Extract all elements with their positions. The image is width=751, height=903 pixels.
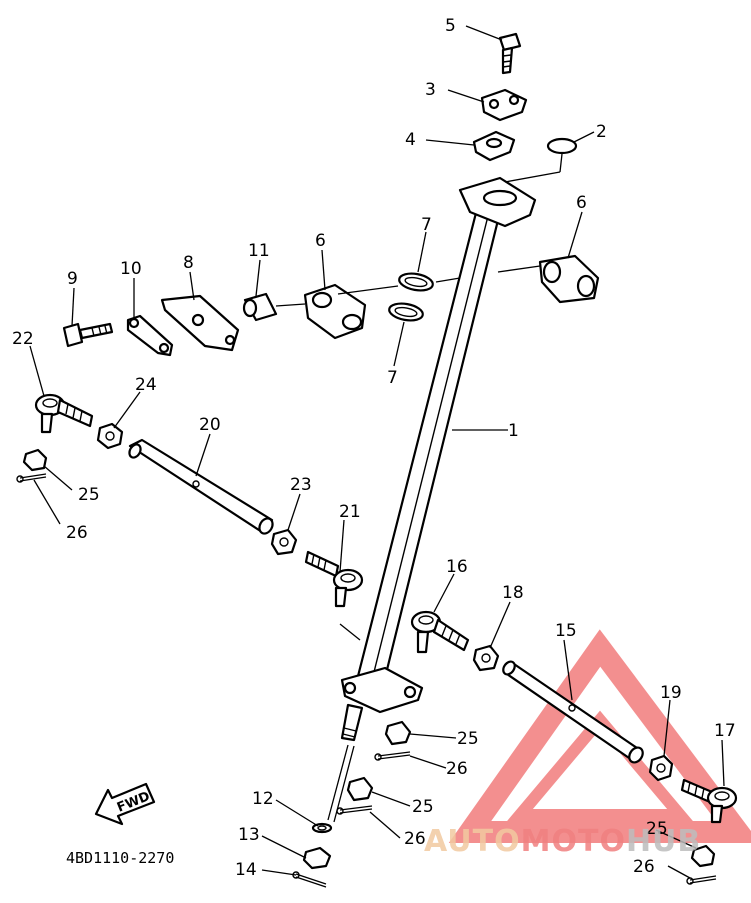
callout-6-left: 6 xyxy=(315,231,326,251)
callout-25-right: 25 xyxy=(646,819,668,839)
cap-2 xyxy=(504,137,578,183)
castle-nut-25-center-lower xyxy=(346,776,374,802)
callout-8: 8 xyxy=(183,253,194,273)
watermark-wordmark: AUTOMOTOHUB xyxy=(424,824,701,859)
callout-2: 2 xyxy=(596,122,607,142)
cotter-pin-26-center-lower xyxy=(336,805,373,815)
callout-3: 3 xyxy=(425,80,436,100)
svg-text:AUTOMOTOHUB: AUTOMOTOHUB xyxy=(424,824,701,859)
cotter-pin-26-right xyxy=(686,875,717,885)
callout-24: 24 xyxy=(135,375,157,395)
steering-column xyxy=(327,176,537,823)
bolt-9 xyxy=(62,322,114,348)
castle-nut-25-center-upper xyxy=(384,720,412,746)
callout-15: 15 xyxy=(555,621,577,641)
bolt-5 xyxy=(498,32,522,75)
tie-rod-end-21 xyxy=(304,550,364,608)
callout-16: 16 xyxy=(446,557,468,577)
watermark-part1: AUTO xyxy=(424,824,521,859)
lock-washer-10 xyxy=(126,314,174,357)
cotter-pin-26-center-upper xyxy=(374,751,411,761)
bushing-11 xyxy=(242,292,306,322)
castle-nut-25-left xyxy=(22,448,48,472)
callout-26-center-lower: 26 xyxy=(404,829,426,849)
callout-17: 17 xyxy=(714,721,736,741)
callout-25-left: 25 xyxy=(78,485,100,505)
callout-26-left: 26 xyxy=(66,523,88,543)
callout-10: 10 xyxy=(120,259,142,279)
tie-rod-15 xyxy=(502,660,644,764)
callout-22: 22 xyxy=(12,329,34,349)
callout-7-upper: 7 xyxy=(421,215,432,235)
nut-18 xyxy=(472,644,500,672)
tie-rod-end-17 xyxy=(680,778,738,824)
callout-1: 1 xyxy=(508,421,519,441)
callout-23: 23 xyxy=(290,475,312,495)
leader-lines xyxy=(29,25,725,879)
diagram-code: 4BD1110-2270 xyxy=(66,849,174,867)
washer-12 xyxy=(311,822,333,834)
callout-11: 11 xyxy=(248,241,270,261)
callout-25-center-lower: 25 xyxy=(412,797,434,817)
tie-rod-end-22 xyxy=(34,393,94,434)
callout-26-right: 26 xyxy=(633,857,655,877)
tie-rod-end-16 xyxy=(410,610,470,654)
clamp-3 xyxy=(480,88,528,122)
callout-26-center-upper: 26 xyxy=(446,759,468,779)
clamp-4 xyxy=(472,130,516,162)
castle-nut-25-right xyxy=(690,844,716,868)
cotter-pin-14 xyxy=(292,871,327,888)
collar-6-right xyxy=(497,254,600,304)
nut-24 xyxy=(96,422,124,450)
watermark-part3: HUB xyxy=(626,824,701,859)
callout-7-lower: 7 xyxy=(387,368,398,388)
callout-14: 14 xyxy=(235,860,257,880)
callout-19: 19 xyxy=(660,683,682,703)
collar-6-left xyxy=(303,277,461,340)
callout-21: 21 xyxy=(339,502,361,522)
callout-25-center-upper: 25 xyxy=(457,729,479,749)
callout-6-right: 6 xyxy=(576,193,587,213)
callout-13: 13 xyxy=(238,825,260,845)
callout-9: 9 xyxy=(67,269,78,289)
seal-rings-7 xyxy=(388,272,434,322)
nut-23 xyxy=(270,528,298,556)
callout-5: 5 xyxy=(445,16,456,36)
tie-rod-20 xyxy=(128,438,274,535)
callout-labels: 1 2 3 4 5 6 6 7 7 8 9 10 11 12 13 14 15 … xyxy=(12,16,736,880)
callout-4: 4 xyxy=(405,130,416,150)
nut-13 xyxy=(302,846,332,870)
watermark-triangle xyxy=(448,629,751,843)
callout-20: 20 xyxy=(199,415,221,435)
arm-8 xyxy=(160,294,240,352)
cotter-pin-26-left xyxy=(16,473,47,483)
fwd-arrow: FWD xyxy=(94,782,156,826)
nut-19 xyxy=(648,754,674,782)
callout-12: 12 xyxy=(252,789,274,809)
watermark-part2: MOTO xyxy=(521,824,626,859)
callout-18: 18 xyxy=(502,583,524,603)
